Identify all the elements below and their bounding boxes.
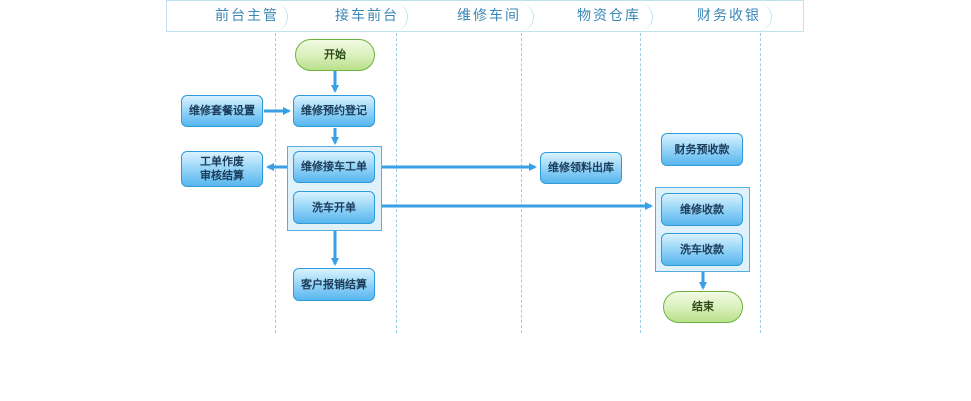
- lane-title-workshop: 维修车间: [457, 8, 521, 24]
- material-out-node[interactable]: 维修领料出库: [540, 152, 622, 184]
- lane-title-front-desk-manager: 前台主管: [215, 8, 279, 24]
- lane-divider: [760, 33, 761, 333]
- lane-separator: [273, 3, 288, 31]
- end-node[interactable]: 结束: [663, 291, 743, 323]
- repair-order-node[interactable]: 维修接车工单: [293, 151, 375, 183]
- repair-payment-node[interactable]: 维修收款: [661, 193, 743, 226]
- appointment-node[interactable]: 维修预约登记: [293, 95, 375, 127]
- wash-payment-node[interactable]: 洗车收款: [661, 233, 743, 266]
- lane-separator: [519, 3, 534, 31]
- lane-divider: [275, 33, 276, 333]
- lane-title-warehouse: 物资仓库: [577, 8, 641, 24]
- package-setup-node[interactable]: 维修套餐设置: [181, 95, 263, 127]
- wash-order-node[interactable]: 洗车开单: [293, 191, 375, 224]
- customer-settlement-node[interactable]: 客户报销结算: [293, 268, 375, 301]
- lane-divider: [396, 33, 397, 333]
- lane-separator: [757, 3, 772, 31]
- lane-separator: [393, 3, 408, 31]
- prepayment-node[interactable]: 财务预收款: [661, 133, 743, 166]
- lane-divider: [640, 33, 641, 333]
- lane-divider: [521, 33, 522, 333]
- lane-separator: [638, 3, 653, 31]
- swimlane-header: 前台主管 接车前台 维修车间 物资仓库 财务收银: [166, 0, 804, 32]
- lane-title-reception: 接车前台: [335, 8, 399, 24]
- work-order-audit-node[interactable]: 工单作废 审核结算: [181, 151, 263, 187]
- lane-title-finance: 财务收银: [697, 8, 761, 24]
- start-node[interactable]: 开始: [295, 39, 375, 71]
